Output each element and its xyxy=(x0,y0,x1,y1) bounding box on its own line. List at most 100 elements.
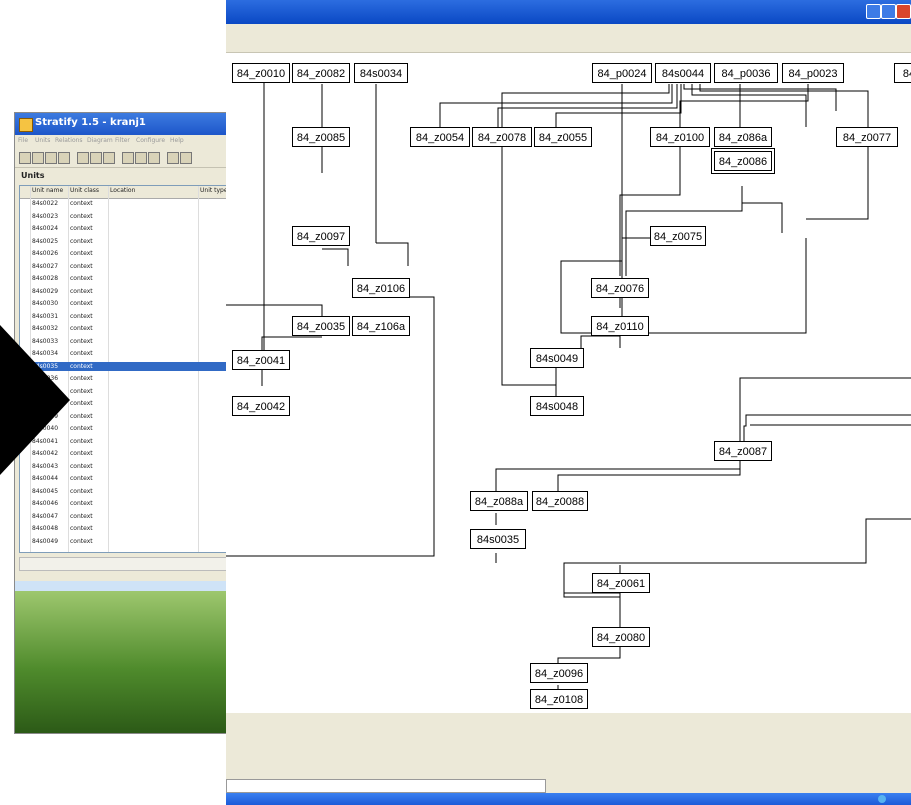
unit-name-cell: 84s0028 xyxy=(32,275,59,282)
unit-class-cell: context xyxy=(70,425,93,432)
background-title-bar[interactable]: Stratify 1.5 - kranj1 xyxy=(15,113,231,135)
unit-class-cell: context xyxy=(70,212,93,220)
diagram-node[interactable]: 84s0049 xyxy=(530,348,584,368)
find-icon[interactable] xyxy=(77,152,89,164)
diagram-node[interactable]: 84_z0055 xyxy=(534,127,592,147)
diagram-node[interactable]: 84_z0082 xyxy=(292,63,350,83)
diagram-node[interactable]: 84_z106a xyxy=(352,316,410,336)
open-icon[interactable] xyxy=(32,152,44,164)
diagram-node[interactable]: 84_z088a xyxy=(470,491,528,511)
menu-configure[interactable]: Configure xyxy=(136,137,166,144)
diagram-node[interactable]: 84_z0080 xyxy=(592,627,650,647)
diagram-node[interactable]: 84_z0041 xyxy=(232,350,290,370)
menu-file[interactable]: File xyxy=(18,137,29,144)
diagram-node[interactable]: 84_z0054 xyxy=(410,127,470,147)
diagram-node[interactable]: 84 xyxy=(894,63,911,83)
unit-class-cell: context xyxy=(70,387,93,395)
diagram-node[interactable]: 84_z0087 xyxy=(714,441,772,461)
diagram-node[interactable]: 84_z0075 xyxy=(650,226,706,246)
relations-icon[interactable] xyxy=(167,152,179,164)
diagram-node[interactable]: 84_z086a xyxy=(714,127,772,147)
unit-class-cell: context xyxy=(70,400,93,407)
menu-filter[interactable]: Filter xyxy=(115,137,130,144)
diagram-node[interactable]: 84_z0096 xyxy=(530,663,588,683)
diagram-node[interactable]: 84_z0097 xyxy=(292,226,350,246)
diagram-node[interactable]: 84_z0088 xyxy=(532,491,588,511)
delete-unit-icon[interactable] xyxy=(148,152,160,164)
unit-name-cell: 84s0022 xyxy=(32,200,59,207)
diagram-node[interactable]: 84_z0076 xyxy=(591,278,649,298)
filter-icon[interactable] xyxy=(103,152,115,164)
table-row[interactable]: 84s0022 context xyxy=(20,199,231,208)
unit-class-cell: context xyxy=(70,437,93,445)
unit-name-cell: 84s0027 xyxy=(32,262,59,270)
diagram-node[interactable]: 84_z0100 xyxy=(650,127,710,147)
new-icon[interactable] xyxy=(19,152,31,164)
diagram-node[interactable]: 84_p0036 xyxy=(714,63,778,83)
horizontal-scrollbar[interactable] xyxy=(19,557,231,571)
diagram-node[interactable]: 84_z0106 xyxy=(352,278,410,298)
background-menu-bar: File Units Relations Diagram Filter Conf… xyxy=(15,135,231,149)
column-unit-name[interactable]: Unit name xyxy=(32,187,64,194)
unit-class-cell: context xyxy=(70,475,93,482)
save-icon[interactable] xyxy=(45,152,57,164)
diagram-node[interactable]: 84s0034 xyxy=(354,63,408,83)
diagram-node[interactable]: 84s0044 xyxy=(655,63,711,83)
tray-icon xyxy=(878,795,886,803)
unit-name-cell: 84s0049 xyxy=(32,537,59,545)
diagram-node[interactable]: 84_z0077 xyxy=(836,127,898,147)
diagram-connectors xyxy=(226,64,911,689)
unit-class-cell: context xyxy=(70,300,93,307)
diagram-node[interactable]: 84_z0042 xyxy=(232,396,290,416)
close-icon[interactable] xyxy=(896,4,911,19)
diagram-node[interactable]: 84s0035 xyxy=(470,529,526,549)
add-unit-icon[interactable] xyxy=(122,152,134,164)
unit-class-cell: context xyxy=(70,375,93,382)
diagram-node[interactable]: 84_z0010 xyxy=(232,63,290,83)
edit-unit-icon[interactable] xyxy=(135,152,147,164)
diagram-node[interactable]: 84s0048 xyxy=(530,396,584,416)
menu-units[interactable]: Units xyxy=(35,137,51,144)
diagram-title-bar[interactable] xyxy=(226,0,911,24)
column-unit-class[interactable]: Unit class xyxy=(70,187,100,194)
column-location[interactable]: Location xyxy=(110,187,136,194)
diagram-node[interactable]: 84_p0023 xyxy=(782,63,844,83)
diagram-node[interactable]: 84_z0061 xyxy=(592,573,650,593)
menu-relations[interactable]: Relations xyxy=(55,137,83,144)
print-icon[interactable] xyxy=(58,152,70,164)
diagram-node[interactable]: 84_p0024 xyxy=(592,63,652,83)
layout-icon[interactable] xyxy=(180,152,192,164)
diagram-icon[interactable] xyxy=(90,152,102,164)
unit-class-cell: context xyxy=(70,362,93,370)
diagram-node[interactable]: 84_z0110 xyxy=(591,316,649,336)
diagram-horizontal-scrollbar[interactable] xyxy=(226,779,546,793)
diagram-node[interactable]: 84_z0086 xyxy=(711,148,775,174)
menu-diagram[interactable]: Diagram xyxy=(87,137,113,144)
menu-help[interactable]: Help xyxy=(170,137,184,144)
unit-class-cell: context xyxy=(70,312,93,320)
diagram-node[interactable]: 84_z0078 xyxy=(472,127,532,147)
column-unit-type[interactable]: Unit type xyxy=(200,187,228,194)
minimize-icon[interactable] xyxy=(866,4,881,19)
diagram-node[interactable]: 84_z0035 xyxy=(292,316,350,336)
diagram-node[interactable]: 84_z0108 xyxy=(530,689,588,709)
diagram-node[interactable]: 84_z0085 xyxy=(292,127,350,147)
maximize-icon[interactable] xyxy=(881,4,896,19)
unit-class-cell: context xyxy=(70,200,93,207)
